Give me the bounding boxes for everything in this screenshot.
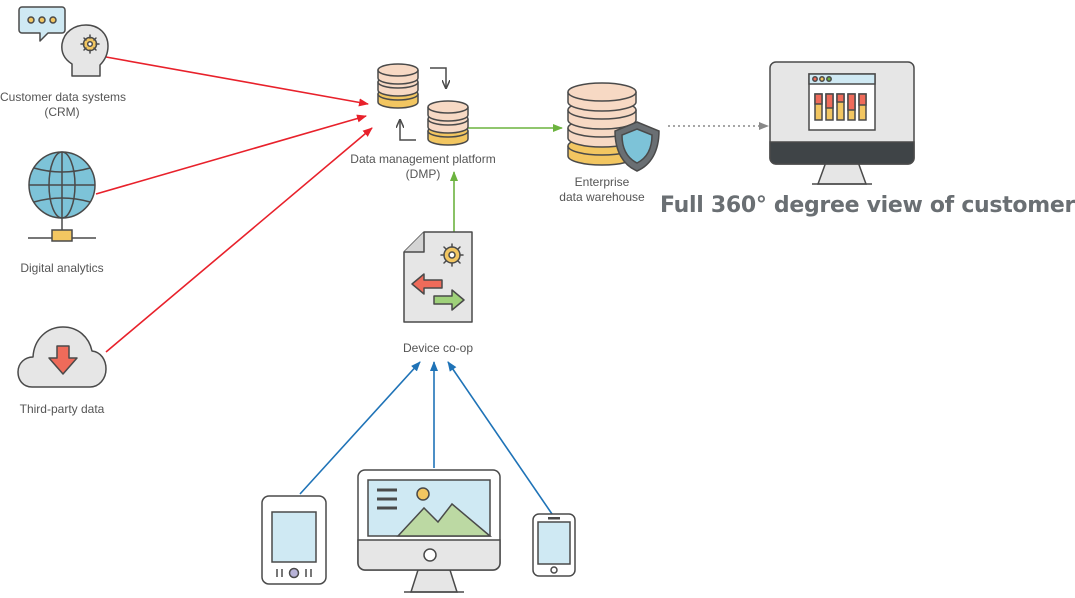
database-shield-icon [567,82,660,172]
dmp-label-line2: (DMP) [405,167,441,181]
arrow-thirdparty-to-dmp [105,127,373,353]
view-360-headline: Full 360° degree view of customer [660,193,1075,218]
digital-analytics-label: Digital analytics [20,261,104,275]
arrow-crm-to-dmp [105,56,369,107]
cloud-download-icon [17,326,107,388]
dmp-label: Data management platform (DMP) [340,152,506,182]
monitor-dashboard-icon [769,61,915,185]
dmp-label-line1: Data management platform [350,152,496,166]
arrow-analytics-to-dmp [95,114,367,195]
tablet-icon [261,495,327,585]
warehouse-label-line2: data warehouse [559,190,645,204]
desktop-monitor-icon [357,469,501,593]
head-gear-speech-icon [18,6,109,77]
arrow-tablet-to-coop [299,361,421,495]
smartphone-icon [532,513,576,577]
globe-network-icon [28,151,96,242]
crm-label: Customer data systems (CRM) [0,90,127,120]
warehouse-label-line1: Enterprise [574,175,630,189]
document-exchange-icon [403,231,473,323]
crm-label-line1: Customer data systems [0,90,127,104]
arrow-phone-to-coop [447,361,553,515]
device-coop-label: Device co-op [402,341,474,355]
database-sync-icon [377,63,469,146]
diagram-canvas [17,6,915,593]
warehouse-label: Enterprise data warehouse [552,175,652,205]
crm-label-line2: (CRM) [44,105,80,119]
third-party-label: Third-party data [19,402,105,416]
